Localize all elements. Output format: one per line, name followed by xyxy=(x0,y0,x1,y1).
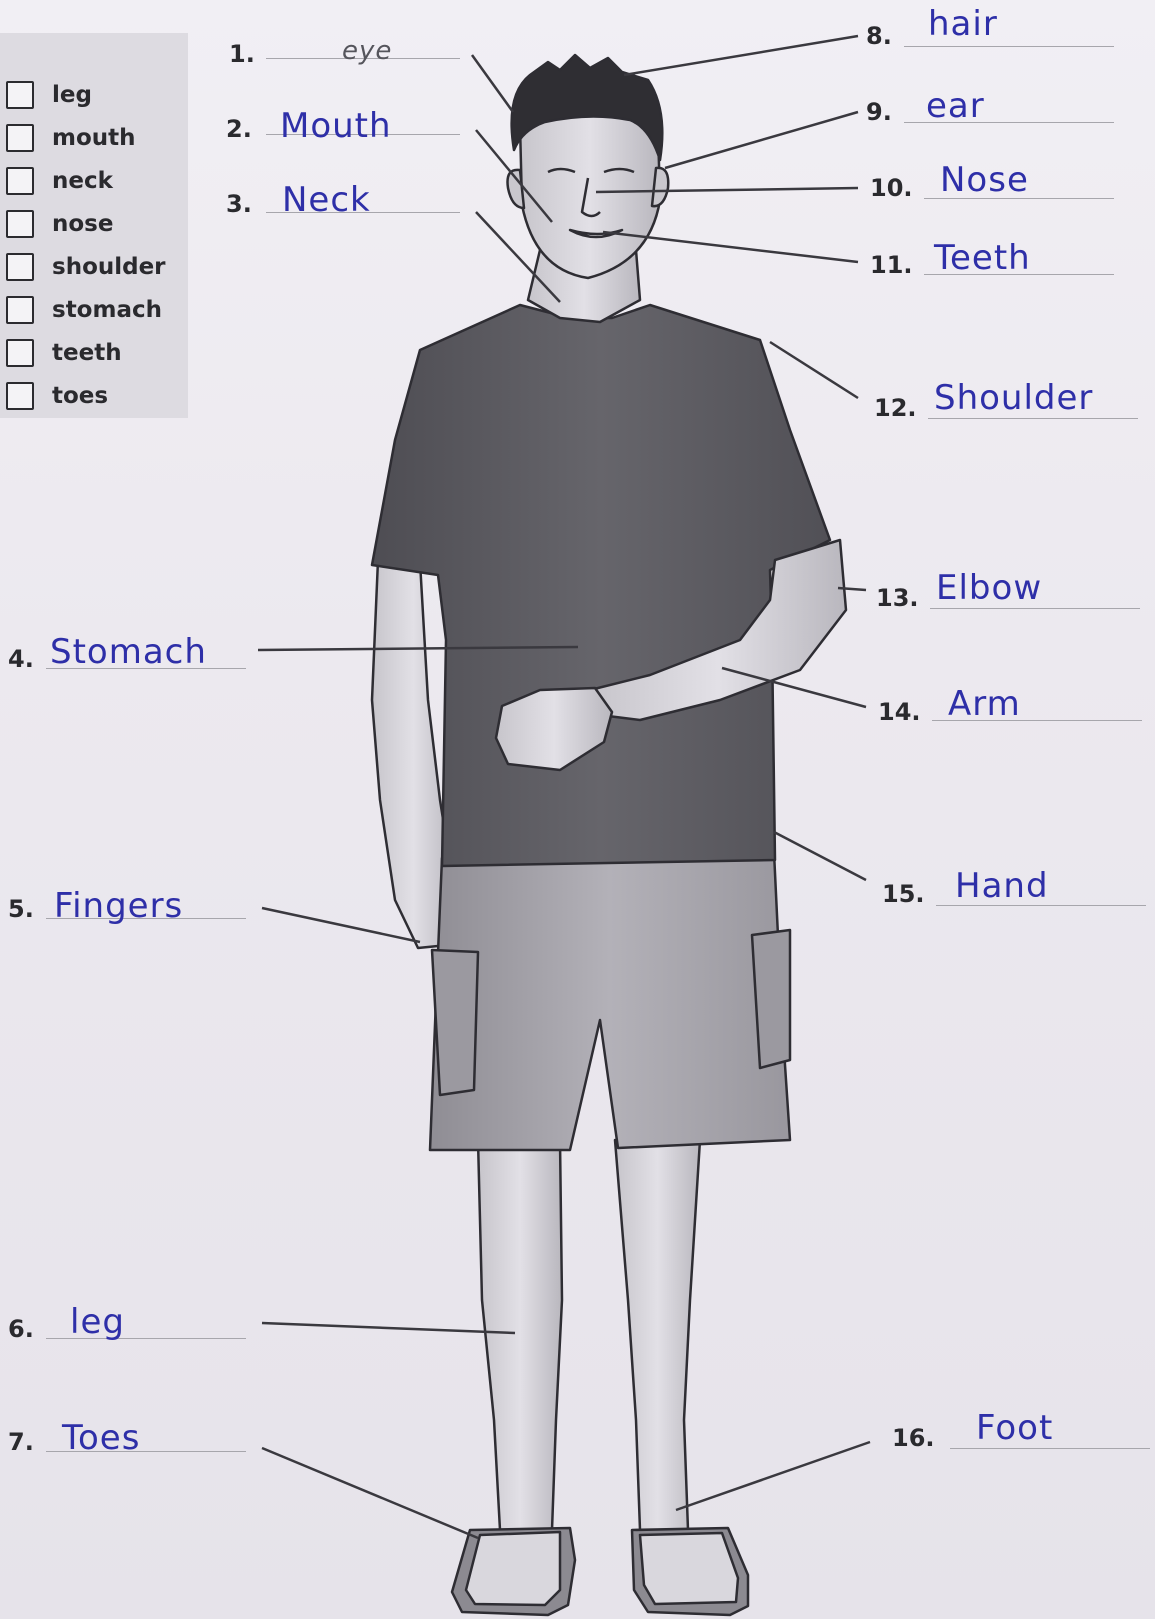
answer-text: Teeth xyxy=(934,238,1031,278)
label-number: 2. xyxy=(226,115,252,143)
label-number: 6. xyxy=(8,1315,34,1343)
answer-text: eye xyxy=(342,36,392,66)
label-number: 15. xyxy=(882,880,925,908)
answer-line xyxy=(904,46,1114,47)
answer-text: leg xyxy=(70,1302,125,1342)
label-number: 3. xyxy=(226,190,252,218)
tshirt xyxy=(372,305,830,866)
answer-text: Arm xyxy=(948,684,1021,724)
left-leg xyxy=(478,1140,562,1530)
label-number: 10. xyxy=(870,174,913,202)
shorts xyxy=(430,852,790,1150)
answer-line xyxy=(930,608,1140,609)
label-number: 1. xyxy=(229,40,255,68)
answer-line xyxy=(950,1448,1150,1449)
label-number: 4. xyxy=(8,645,34,673)
answer-text: Hand xyxy=(955,866,1049,906)
answer-text: Elbow xyxy=(936,568,1042,608)
answer-text: Shoulder xyxy=(934,378,1093,418)
label-number: 13. xyxy=(876,584,919,612)
answer-text: Toes xyxy=(62,1418,140,1458)
answer-text: Neck xyxy=(282,180,371,220)
answer-text: Mouth xyxy=(280,106,392,146)
label-number: 16. xyxy=(892,1424,935,1452)
answer-text: Fingers xyxy=(54,886,183,926)
label-number: 7. xyxy=(8,1428,34,1456)
right-foot xyxy=(640,1533,738,1604)
label-number: 11. xyxy=(870,251,913,279)
answer-line xyxy=(928,418,1138,419)
label-number: 12. xyxy=(874,394,917,422)
answer-text: Nose xyxy=(940,160,1029,200)
left-foot xyxy=(466,1532,560,1605)
right-leg xyxy=(615,1140,700,1530)
label-number: 14. xyxy=(878,698,921,726)
label-number: 5. xyxy=(8,895,34,923)
label-number: 9. xyxy=(866,98,892,126)
label-number: 8. xyxy=(866,22,892,50)
answer-text: hair xyxy=(928,4,998,44)
answer-text: ear xyxy=(926,86,985,126)
answer-text: Foot xyxy=(976,1408,1053,1448)
answer-text: Stomach xyxy=(50,632,207,672)
